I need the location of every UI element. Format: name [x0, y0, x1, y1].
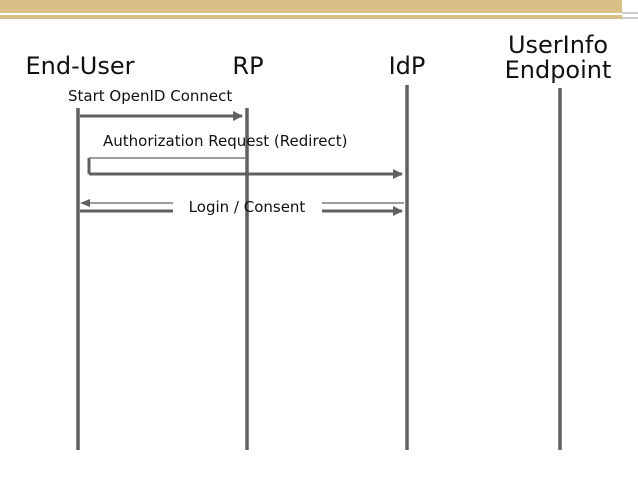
actor-label-idp: IdP [389, 52, 426, 80]
actor-label-userinfo-line1: UserInfo [508, 31, 608, 59]
header-accent-tail [622, 12, 638, 14]
header-accent-stripe [0, 15, 622, 19]
actor-label-end-user: End-User [26, 52, 135, 80]
message-label-authorization-request: Authorization Request (Redirect) [103, 132, 348, 150]
actor-label-rp: RP [232, 52, 263, 80]
message-label-login-consent: Login / Consent [189, 198, 306, 216]
actor-label-userinfo-line2: Endpoint [505, 56, 612, 84]
consent-return-arrowhead [80, 199, 90, 207]
header-accent-band [0, 0, 622, 13]
message-label-start-openid-connect: Start OpenID Connect [68, 87, 232, 105]
header-accent-tail-lower [622, 17, 638, 19]
